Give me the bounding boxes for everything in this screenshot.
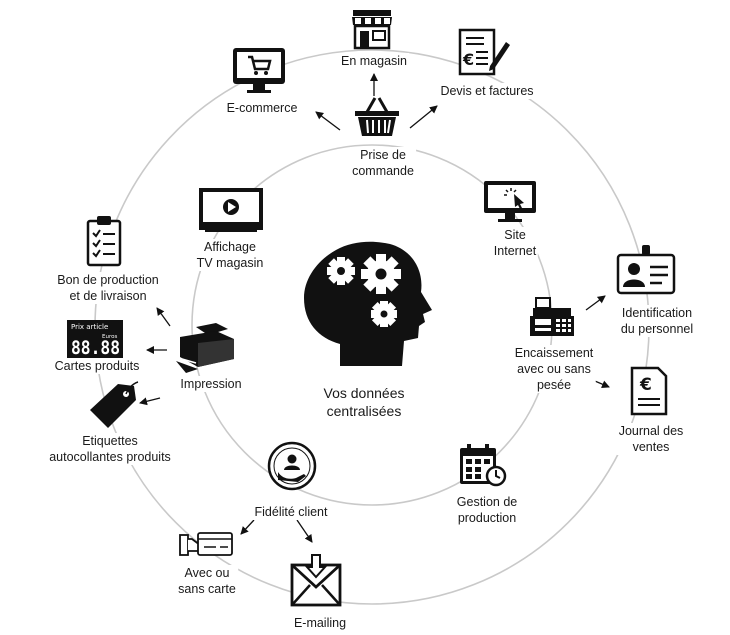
gestion-label-line2: production bbox=[457, 511, 517, 525]
affichage-label-line2: TV magasin bbox=[196, 256, 264, 270]
devis-label: Devis et factures bbox=[440, 84, 534, 98]
price-tag-icon bbox=[90, 381, 139, 428]
node-fidelite: Fidélité client bbox=[252, 504, 330, 520]
node-ecommerce: E-commerce bbox=[224, 100, 300, 116]
printer-icon bbox=[176, 323, 234, 373]
arrow-to-identification bbox=[585, 295, 606, 311]
gestion-label-line1: Gestion de bbox=[456, 495, 518, 509]
node-affichage: Affichage TV magasin bbox=[194, 239, 266, 271]
site-label-line2: Internet bbox=[493, 244, 537, 258]
arrow-to-ecommerce bbox=[315, 111, 341, 131]
journal-label-line1: Journal des bbox=[618, 424, 684, 438]
avec-label-line2: sans carte bbox=[178, 582, 236, 596]
invoice-pen-icon: € bbox=[458, 28, 510, 76]
node-cartes: Cartes produits bbox=[52, 358, 142, 374]
bon-label-line2: et de livraison bbox=[69, 289, 147, 303]
euro-document-icon: € bbox=[630, 366, 668, 416]
prise-label-line2: commande bbox=[352, 164, 414, 178]
avec-label-line1: Avec ou bbox=[184, 566, 230, 580]
monitor-click-icon bbox=[484, 181, 536, 222]
fidelite-label: Fidélité client bbox=[254, 505, 328, 519]
identification-label-line1: Identification bbox=[621, 306, 693, 320]
encaissement-label-line3: pesée bbox=[536, 378, 572, 392]
arrow-to-emailing bbox=[296, 519, 313, 543]
node-journal: Journal des ventes bbox=[616, 423, 686, 455]
tv-play-icon bbox=[199, 188, 263, 232]
ecommerce-label: E-commerce bbox=[226, 101, 298, 115]
node-devis: Devis et factures bbox=[438, 83, 536, 99]
head-gears-icon bbox=[304, 241, 432, 366]
etiquettes-label-line2: autocollantes produits bbox=[49, 450, 171, 464]
node-avec: Avec ou sans carte bbox=[176, 565, 238, 597]
affichage-label-line1: Affichage bbox=[204, 240, 256, 254]
store-icon bbox=[352, 10, 392, 50]
basket-icon bbox=[355, 97, 399, 136]
svg-text:€: € bbox=[462, 50, 474, 69]
prise-label-line1: Prise de bbox=[360, 148, 406, 162]
bon-label-line1: Bon de production bbox=[57, 273, 159, 287]
node-bon: Bon de production et de livraison bbox=[55, 272, 161, 304]
journal-label-line2: ventes bbox=[632, 440, 670, 454]
hand-card-icon bbox=[179, 532, 233, 556]
center-label-line1: Vos données bbox=[323, 385, 405, 401]
loyal-customer-icon bbox=[267, 441, 317, 491]
price-display-digits: 88.88 bbox=[71, 337, 120, 359]
price-display-unit: Euros bbox=[102, 334, 117, 340]
en-magasin-label: En magasin bbox=[340, 54, 408, 68]
price-display-icon: Prix article Euros 88.88 bbox=[67, 320, 123, 359]
arrow-to-devis bbox=[409, 105, 438, 129]
node-identification: Identification du personnel bbox=[618, 305, 696, 337]
encaissement-label-line1: Encaissement bbox=[514, 346, 594, 360]
arrow-to-avec bbox=[240, 519, 255, 535]
cartes-label: Cartes produits bbox=[54, 359, 140, 373]
cash-register-icon bbox=[530, 297, 574, 336]
etiquettes-label-line1: Etiquettes bbox=[82, 434, 138, 448]
price-display-title: Prix article bbox=[71, 323, 108, 331]
svg-text:€: € bbox=[639, 375, 652, 395]
monitor-cart-icon bbox=[233, 48, 285, 93]
node-emailing: E-mailing bbox=[291, 615, 349, 631]
calendar-clock-icon bbox=[460, 444, 507, 487]
node-prise: Prise de commande bbox=[350, 147, 416, 179]
emailing-label: E-mailing bbox=[293, 616, 347, 630]
site-label-line1: Site bbox=[504, 228, 526, 242]
center-caption: Vos données centralisées bbox=[321, 384, 407, 420]
clipboard-checklist-icon bbox=[86, 216, 122, 267]
node-encaissement: Encaissement avec ou sans pesée bbox=[512, 345, 596, 393]
node-etiquettes: Etiquettes autocollantes produits bbox=[47, 433, 173, 465]
center-label-line2: centralisées bbox=[326, 403, 402, 419]
encaissement-label-line2: avec ou sans bbox=[517, 362, 591, 376]
arrow-to-bon bbox=[156, 307, 171, 327]
identification-label-line2: du personnel bbox=[620, 322, 694, 336]
impression-label: Impression bbox=[180, 377, 242, 391]
arrow-to-etiquettes bbox=[139, 397, 161, 406]
id-badge-icon bbox=[616, 245, 676, 295]
node-gestion: Gestion de production bbox=[454, 494, 520, 526]
node-en-magasin: En magasin bbox=[338, 53, 410, 69]
envelope-download-icon bbox=[290, 554, 342, 607]
node-impression: Impression bbox=[178, 376, 244, 392]
